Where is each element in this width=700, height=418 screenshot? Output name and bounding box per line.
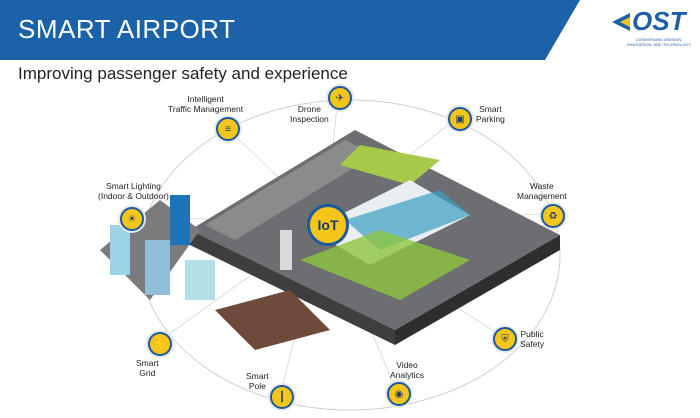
logo-tagline: CONVERGING MISSION, INNOVATION, AND TECH… <box>627 37 691 47</box>
label-smart-pole: Smart Pole <box>246 371 269 391</box>
iot-hub: IoT <box>307 204 349 246</box>
header-band <box>0 0 580 60</box>
ost-logo: OST CONVERGING MISSION, INNOVATION, AND … <box>612 6 692 48</box>
recycle-icon: ♻ <box>541 204 565 228</box>
label-public-safety: Public Safety <box>520 329 545 349</box>
label-video-analytics: Video Analytics <box>390 360 425 380</box>
bulb-icon: ☀ <box>120 207 144 231</box>
shield-icon: ⛨ <box>493 327 517 351</box>
label-smart-parking: Smart Parking <box>476 104 505 124</box>
logo-text: OST <box>632 6 686 36</box>
drone-icon: ✈ <box>328 86 352 110</box>
traffic-light-icon: ≡ <box>216 117 240 141</box>
label-drone-inspection: Drone Inspection <box>290 104 329 124</box>
grid-icon: ⚡ <box>148 332 172 356</box>
page-title: SMART AIRPORT <box>18 14 236 44</box>
label-smart-lighting: Smart Lighting (Indoor & Outdoor) <box>98 181 169 201</box>
pole-icon: ┃ <box>270 385 294 409</box>
page-subtitle: Improving passenger safety and experienc… <box>18 64 348 83</box>
car-icon: ▣ <box>448 107 472 131</box>
label-waste-management: Waste Management <box>517 181 567 201</box>
label-traffic-management: Intelligent Traffic Management <box>168 94 244 114</box>
airport-illustration <box>100 130 560 350</box>
camera-icon: ◉ <box>387 382 411 406</box>
label-smart-grid: Smart Grid <box>136 358 159 378</box>
